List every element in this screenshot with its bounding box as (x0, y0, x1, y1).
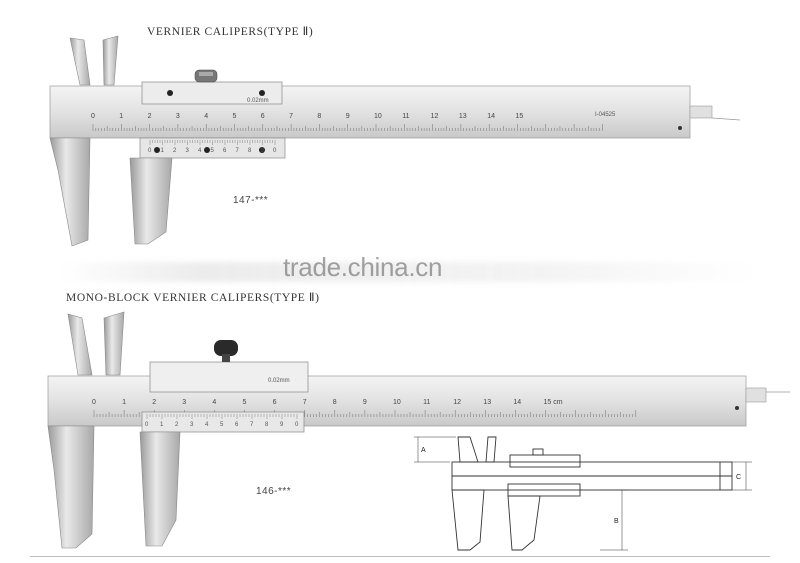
caliper-1-scale-number: 6 (261, 113, 265, 120)
caliper-2-thumb-wheel (214, 340, 238, 356)
caliper-2-scale-number: 9 (363, 399, 367, 406)
caliper-1-vernier-number: 0 (273, 148, 277, 154)
caliper-2-scale-number: 15 cm (544, 399, 563, 406)
caliper-1-depth-rod (689, 105, 713, 119)
caliper-2-depth-rod (745, 387, 767, 403)
caliper-2-scale-number: 7 (303, 399, 307, 406)
caliper-2-vernier-number: 0 (295, 422, 299, 428)
bottom-divider (30, 556, 770, 557)
caliper-2-scale-number: 10 (393, 399, 401, 406)
caliper-2-scale-number: 14 (513, 399, 521, 406)
title-vernier-calipers: VERNIER CALIPERS(TYPE Ⅱ) (147, 26, 314, 38)
caliper-2-vernier-number: 5 (220, 422, 224, 428)
caliper-1-scale-number: 10 (374, 113, 382, 120)
caliper-1-serial: I-04525 (595, 112, 616, 118)
caliper-1-scale-number: 14 (487, 113, 495, 120)
caliper-1-lower-fixed-jaw (49, 137, 91, 247)
caliper-1-vernier-number: 4 (198, 148, 202, 154)
caliper-2-scale-number: 3 (182, 399, 186, 406)
caliper-2-scale-number: 6 (273, 399, 277, 406)
caliper-1-scale-number: 13 (459, 113, 467, 120)
caliper-2-resolution: 0.02mm (268, 378, 290, 384)
caliper-1-upper-moving-jaw (102, 35, 119, 86)
caliper-1-vernier-number: 9 (261, 148, 265, 154)
dimension-diagram (414, 436, 752, 551)
caliper-1-scale-number: 12 (431, 113, 439, 120)
caliper-1-vernier-number: 2 (173, 148, 177, 154)
caliper-2-vernier-number: 7 (250, 422, 254, 428)
caliper-2-scale-number: 12 (453, 399, 461, 406)
caliper-1-vernier-number: 0 (148, 148, 152, 154)
caliper-2-slider-top (149, 361, 309, 393)
caliper-1-scale-number: 7 (289, 113, 293, 120)
caliper-2-scale-number: 0 (92, 399, 96, 406)
caliper-2-vernier-number: 4 (205, 422, 209, 428)
caliper-2-scale-number: 13 (483, 399, 491, 406)
caliper-1-scale-number: 15 (516, 113, 524, 120)
caliper-1-scale-number: 1 (119, 113, 123, 120)
caliper-1-scale-number: 2 (148, 113, 152, 120)
caliper-1-vernier-number: 5 (211, 148, 215, 154)
caliper-1-vernier-number: 6 (223, 148, 227, 154)
caliper-2-vernier-number: 8 (265, 422, 269, 428)
caliper-1-scale-number: 3 (176, 113, 180, 120)
caliper-1-vernier-number: 8 (248, 148, 252, 154)
caliper-2-vernier-number: 9 (280, 422, 284, 428)
model-number-146: 146-*** (256, 486, 292, 497)
caliper-1-resolution: 0.02mm (247, 98, 269, 104)
caliper-2-vernier-number: 1 (160, 422, 164, 428)
dimension-label-b: B (614, 518, 619, 525)
caliper-1-vernier-number: 1 (161, 148, 165, 154)
caliper-1-scale-number: 8 (317, 113, 321, 120)
caliper-2-vernier-number: 0 (145, 422, 149, 428)
caliper-2-lower-fixed-jaw (47, 425, 95, 549)
caliper-1-vernier-number: 3 (186, 148, 190, 154)
caliper-2-vernier-number: 2 (175, 422, 179, 428)
caliper-2-scale-number: 1 (122, 399, 126, 406)
caliper-2-scale-number: 5 (243, 399, 247, 406)
caliper-1-upper-fixed-jaw (69, 37, 91, 86)
caliper-1-vernier-plate (139, 137, 286, 159)
caliper-2-scale-number: 11 (423, 399, 430, 406)
dimension-label-c: C (736, 474, 741, 481)
caliper-2-scale-number: 8 (333, 399, 337, 406)
caliper-2-vernier-number: 3 (190, 422, 194, 428)
caliper-1-scale-number: 11 (402, 113, 409, 120)
caliper-1-scale-number: 9 (346, 113, 350, 120)
watermark-text: trade.china.cn (283, 252, 443, 282)
watermark-band (60, 262, 760, 282)
dimension-label-a: A (421, 447, 426, 454)
caliper-1-lower-moving-jaw (129, 157, 173, 245)
caliper-1-scale-number: 0 (91, 113, 95, 120)
caliper-2-vernier-number: 6 (235, 422, 239, 428)
caliper-2-lower-moving-jaw (139, 431, 181, 547)
caliper-1-scale-number: 4 (204, 113, 208, 120)
caliper-2-upper-moving-jaw (103, 311, 125, 376)
caliper-2-upper-fixed-jaw (67, 313, 93, 376)
caliper-2-scale-number: 4 (212, 399, 216, 406)
caliper-1-vernier-number: 7 (236, 148, 240, 154)
caliper-1-scale-number: 5 (233, 113, 237, 120)
caliper-2-scale-number: 2 (152, 399, 156, 406)
caliper-2-vernier-plate (141, 411, 305, 433)
model-number-147: 147-*** (233, 195, 269, 206)
title-mono-block-vernier-calipers: MONO-BLOCK VERNIER CALIPERS(TYPE Ⅱ) (66, 292, 320, 304)
